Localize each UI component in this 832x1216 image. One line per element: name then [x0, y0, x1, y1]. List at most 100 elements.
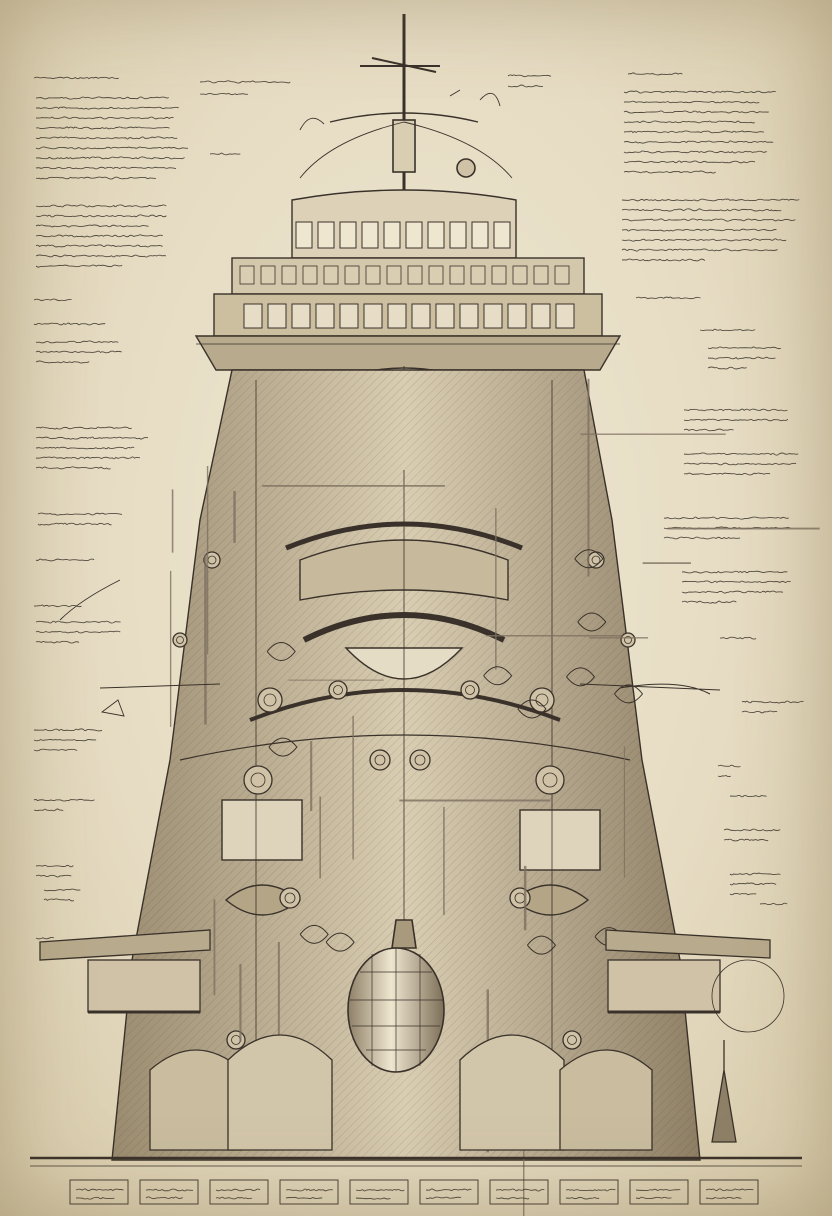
deck-window [302, 265, 318, 285]
scroll-ornament [325, 932, 355, 952]
annotation-line [35, 640, 80, 644]
annotation-line [199, 80, 291, 84]
annotation-line [33, 604, 82, 608]
annotation-line [663, 516, 789, 520]
cartouche-line [215, 1188, 261, 1192]
porthole-ring [542, 772, 558, 788]
right-annotation-block [741, 700, 804, 714]
annotation-line [623, 110, 769, 114]
cartouche-line [355, 1189, 405, 1192]
annotation-line [33, 739, 97, 742]
footer-cartouche [279, 1179, 339, 1205]
annotation-line [707, 356, 776, 360]
deck-window [386, 265, 402, 285]
porthole [369, 749, 391, 771]
deck-window [555, 303, 575, 329]
cartouche-line [495, 1197, 530, 1200]
footer-cartouche [699, 1179, 759, 1205]
deck-window [407, 265, 423, 285]
annotation-line [623, 140, 774, 144]
porthole [535, 765, 565, 795]
annotation-line [35, 466, 111, 470]
annotation-line [621, 228, 777, 232]
annotation-line [723, 828, 781, 832]
tower-body [111, 369, 701, 1161]
annotation-line [741, 710, 778, 714]
cartouche-line [635, 1196, 672, 1200]
annotation-line [35, 264, 123, 268]
footer-cartouche [559, 1179, 619, 1205]
cartouche-line [425, 1196, 462, 1200]
deck-window [554, 265, 570, 285]
annotation-line [699, 328, 756, 332]
annotation-line [35, 146, 188, 150]
annotation-line [35, 446, 135, 450]
porthole-ring [333, 685, 343, 695]
annotation-line [759, 902, 788, 906]
porthole-ring [250, 772, 266, 788]
annotation-line [35, 204, 167, 208]
scroll-ornament [614, 684, 644, 704]
annotation-line [621, 248, 778, 252]
cartouche-line [285, 1196, 323, 1200]
cartouche-line [635, 1188, 681, 1192]
lower-globe [347, 919, 445, 1073]
cartouche-line [705, 1188, 754, 1192]
right-annotation-block [683, 408, 789, 432]
annotation-line [35, 340, 119, 344]
left-annotation-block [37, 512, 123, 526]
annotation-line [33, 76, 119, 80]
annotation-line [683, 428, 734, 432]
annotation-line [621, 238, 787, 242]
deck-window [339, 303, 359, 329]
footer-cartouche [209, 1179, 269, 1205]
deck-window [491, 265, 507, 285]
annotation-line [683, 462, 797, 466]
bridge-window [317, 221, 335, 249]
cartouche-line [145, 1188, 193, 1192]
cartouche-line [565, 1196, 600, 1200]
annotation-line [35, 156, 185, 160]
deck-window [281, 265, 297, 285]
porthole-ring [284, 892, 296, 904]
right-annotation-block [681, 570, 791, 604]
right-annotation-block [621, 198, 800, 262]
annotation-line [35, 864, 74, 868]
annotation-line [717, 774, 731, 778]
porthole [279, 887, 301, 909]
bridge-window [383, 221, 401, 249]
annotation-line [683, 418, 789, 422]
cartouche-line [425, 1188, 472, 1192]
right-annotation-block [627, 72, 683, 76]
scroll-ornament [577, 612, 607, 632]
deck-window [435, 303, 455, 329]
cartouche-line [215, 1196, 253, 1200]
base-arches [149, 1034, 737, 1151]
annotation-line [717, 764, 741, 768]
annotation-line [209, 152, 241, 156]
deck-window [533, 265, 549, 285]
bridge-windows [239, 221, 575, 329]
annotation-line [507, 84, 543, 88]
bridge-window [427, 221, 445, 249]
cartouche-line [145, 1196, 184, 1200]
annotation-line [43, 888, 81, 892]
deck-window [344, 265, 360, 285]
cartouche-line [565, 1188, 616, 1192]
right-annotation-block [723, 828, 781, 842]
porthole-ring [465, 685, 475, 695]
deck-window [365, 265, 381, 285]
annotation-line [719, 636, 757, 640]
deck-window [387, 303, 407, 329]
right-annotation-block [699, 328, 756, 332]
annotation-line [33, 798, 95, 802]
top-annotation-block [209, 152, 241, 156]
left-annotation-block [35, 426, 149, 470]
annotation-line [35, 116, 174, 120]
porthole-ring [624, 636, 632, 644]
left-annotation-block [33, 76, 119, 80]
scroll-ornament [299, 924, 329, 944]
deck-window [531, 303, 551, 329]
